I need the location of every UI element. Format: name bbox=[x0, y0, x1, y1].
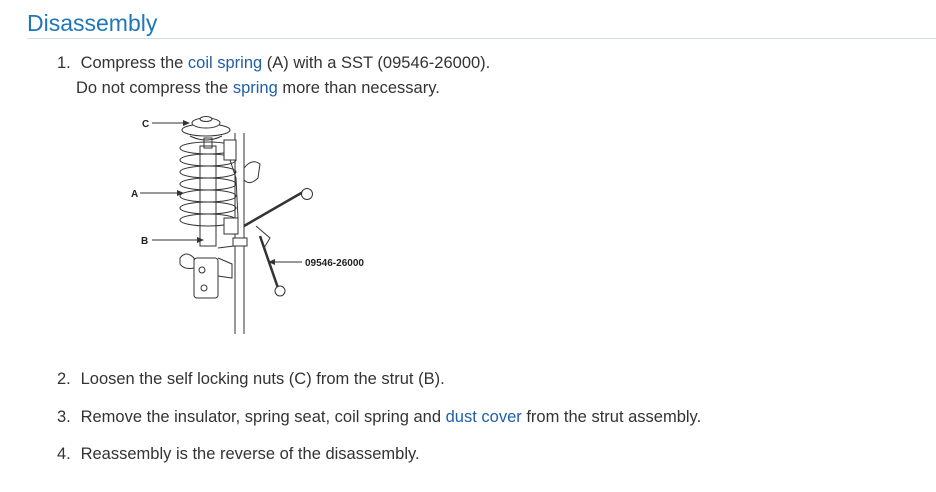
step-text: from the strut assembly. bbox=[521, 408, 702, 426]
label-a: A bbox=[131, 189, 138, 200]
step-number: 1. bbox=[57, 54, 71, 72]
step-text: Remove the insulator, spring seat, coil … bbox=[80, 408, 446, 426]
step-number: 4. bbox=[57, 445, 71, 463]
step-1-note: Do not compress the spring more than nec… bbox=[76, 76, 440, 100]
step-4: 4. Reassembly is the reverse of the disa… bbox=[57, 442, 420, 466]
note-text: Do not compress the bbox=[76, 79, 233, 97]
strut-diagram-svg: C A B 09546-26000 bbox=[131, 116, 364, 334]
label-c: C bbox=[142, 119, 149, 130]
step-1: 1. Compress the coil spring (A) with a S… bbox=[57, 51, 490, 75]
coil-spring-link[interactable]: coil spring bbox=[187, 54, 263, 72]
note-text: more than necessary. bbox=[277, 79, 440, 97]
step-text: Loosen the self locking nuts (C) from th… bbox=[80, 370, 445, 388]
spring-link[interactable]: spring bbox=[232, 79, 278, 97]
step-2: 2. Loosen the self locking nuts (C) from… bbox=[57, 367, 445, 391]
section-title: Disassembly bbox=[27, 9, 936, 39]
step-text: (A) with a SST (09546-26000). bbox=[262, 54, 491, 72]
label-sst-tool: 09546-26000 bbox=[305, 258, 364, 269]
step-number: 2. bbox=[57, 370, 71, 388]
step-text: Compress the bbox=[80, 54, 188, 72]
step-text: Reassembly is the reverse of the disasse… bbox=[80, 445, 420, 463]
strut-spring-compressor-diagram: C A B 09546-26000 bbox=[120, 108, 390, 340]
label-b: B bbox=[141, 236, 148, 247]
step-number: 3. bbox=[57, 408, 71, 426]
dust-cover-link[interactable]: dust cover bbox=[445, 408, 522, 426]
step-3: 3. Remove the insulator, spring seat, co… bbox=[57, 405, 701, 429]
